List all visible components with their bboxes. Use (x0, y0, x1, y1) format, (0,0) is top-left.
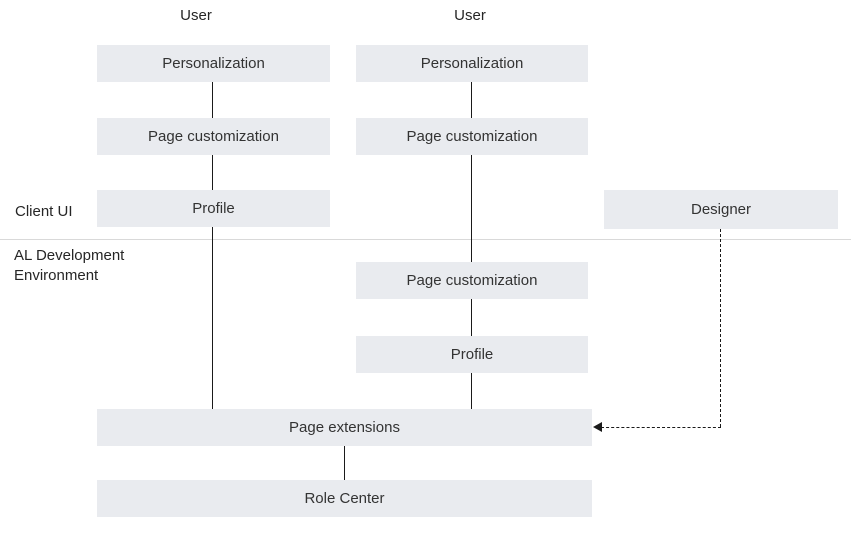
al-dev-environment-region-label: AL Development Environment (14, 247, 125, 285)
page-customization-middle-client-box: Page customization (356, 118, 588, 155)
page-extensions-box: Page extensions (97, 409, 592, 446)
client-ui-region-label: Client UI (15, 203, 73, 220)
personalization-left-box: Personalization (97, 45, 330, 82)
profile-left-box: Profile (97, 190, 330, 227)
user-label-middle: User (454, 7, 486, 24)
client-ui-al-dev-divider-line (0, 239, 851, 240)
dashed-connector-designer-vertical (720, 229, 721, 427)
connector-left-page-customization-to-profile (212, 155, 213, 190)
dashed-connector-designer-horizontal (601, 427, 721, 428)
page-customization-left-box: Page customization (97, 118, 330, 155)
connector-page-extensions-to-role-center (344, 446, 345, 480)
personalization-middle-box: Personalization (356, 45, 588, 82)
connector-middle-profile-to-page-extensions (471, 373, 472, 409)
connector-left-profile-to-page-extensions (212, 227, 213, 409)
connector-left-personalization-to-page-customization (212, 82, 213, 118)
connector-middle-page-customization-to-page-customization (471, 155, 472, 262)
designer-box: Designer (604, 190, 838, 229)
connector-middle-personalization-to-page-customization (471, 82, 472, 118)
role-center-box: Role Center (97, 480, 592, 517)
profile-middle-box: Profile (356, 336, 588, 373)
page-customization-middle-al-box: Page customization (356, 262, 588, 299)
user-label-left: User (180, 7, 212, 24)
connector-middle-page-customization-to-profile (471, 299, 472, 336)
arrowhead-into-page-extensions-icon (593, 422, 602, 432)
